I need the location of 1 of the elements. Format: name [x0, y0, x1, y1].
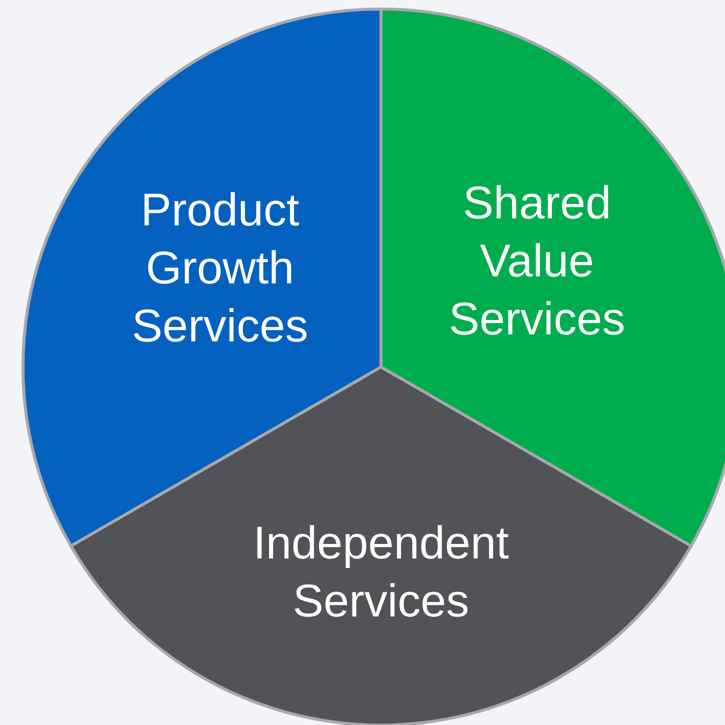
pie-slice: Independent Services	[69, 366, 693, 725]
